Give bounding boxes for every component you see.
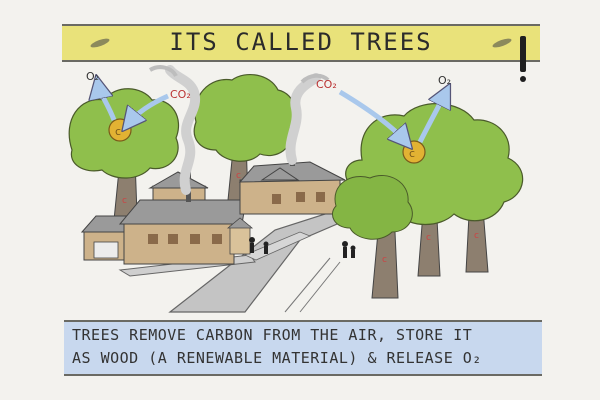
exclamation-dot — [520, 76, 526, 82]
co2-label-left: CO₂ — [170, 88, 191, 101]
svg-text:c: c — [236, 171, 241, 181]
o2-arrow-icon — [98, 84, 446, 144]
people — [249, 237, 356, 258]
house-main — [80, 188, 254, 265]
svg-text:c: c — [409, 147, 415, 160]
carbon-coin-icon: c — [402, 140, 426, 164]
banner-title: ITS CALLED TREES — [169, 28, 433, 56]
svg-text:c: c — [115, 125, 121, 138]
svg-text:c: c — [382, 255, 387, 265]
tree-middle: c — [193, 73, 296, 201]
svg-text:c: c — [122, 196, 127, 206]
exclamation-mark — [520, 36, 526, 72]
co2-label-right: CO₂ — [316, 78, 337, 91]
caption-banner: TREES REMOVE CARBON FROM THE AIR, STORE … — [64, 320, 542, 376]
house-right — [238, 156, 346, 215]
caption-line-1: TREES REMOVE CARBON FROM THE AIR, STORE … — [72, 326, 473, 344]
svg-text:c: c — [426, 233, 431, 243]
co2-arrow-icon — [128, 89, 406, 142]
title-banner: ITS CALLED TREES — [62, 24, 540, 82]
o2-label-left: O₂ — [86, 70, 99, 83]
o2-label-right: O₂ — [438, 74, 451, 87]
svg-text:c: c — [474, 231, 479, 241]
smoke-plumes — [148, 65, 330, 195]
caption-line-2: AS WOOD (A RENEWABLE MATERIAL) & RELEASE… — [72, 349, 482, 367]
